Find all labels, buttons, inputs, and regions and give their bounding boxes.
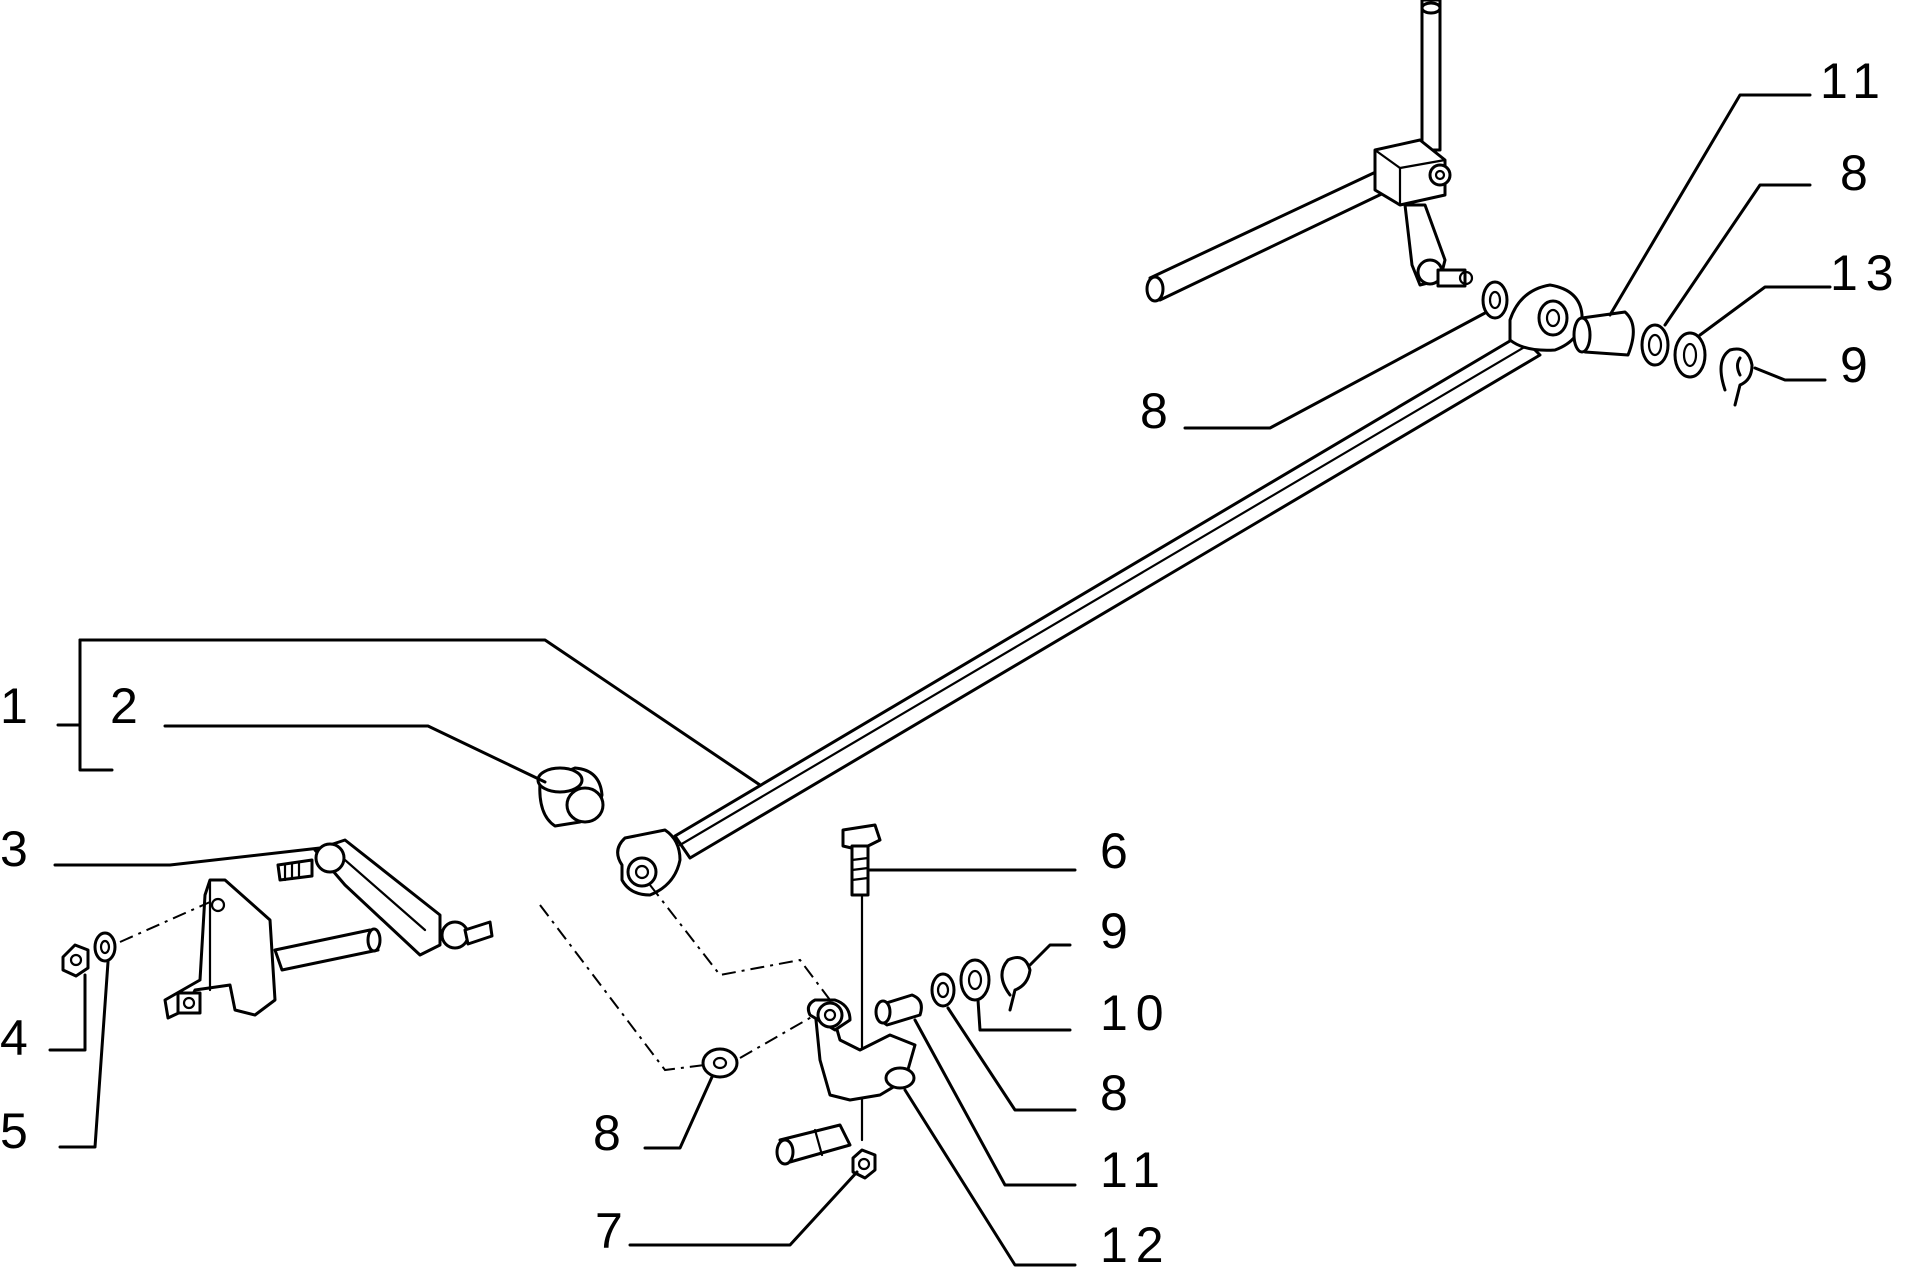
bush-part [536, 766, 605, 828]
upper-shaft-assembly [1145, 0, 1474, 303]
callout-7: 7 [595, 1203, 631, 1259]
callout-11-upper: 11 [1820, 53, 1888, 109]
callout-9-upper: 9 [1840, 337, 1876, 393]
callout-4: 4 [0, 1010, 36, 1066]
callout-10: 10 [1100, 985, 1172, 1041]
lower-lever-assembly [775, 823, 917, 1180]
callout-9-lower: 9 [1100, 903, 1136, 959]
callout-labels: 1 2 3 4 5 6 7 8 8 8 8 9 9 10 11 11 12 13 [0, 53, 1902, 1267]
lower-small-parts [701, 956, 1032, 1079]
leader-lines [48, 93, 1832, 1267]
upper-small-parts [1481, 280, 1754, 407]
shift-rod [616, 283, 1584, 897]
callout-13: 13 [1830, 245, 1902, 301]
callout-8-top-right: 8 [1840, 145, 1876, 201]
callout-3: 3 [0, 821, 36, 877]
callout-8-upper: 8 [1140, 383, 1176, 439]
callout-12: 12 [1100, 1217, 1172, 1267]
callout-11-lower: 11 [1100, 1142, 1168, 1198]
callout-1: 1 [0, 678, 36, 734]
callout-8-lower-left: 8 [593, 1105, 629, 1161]
lower-left-linkage [61, 838, 494, 1020]
callout-6: 6 [1100, 823, 1136, 879]
callout-2: 2 [110, 678, 146, 734]
alignment-lines [539, 884, 831, 1072]
callout-8-lower-right: 8 [1100, 1065, 1136, 1121]
callout-5: 5 [0, 1103, 36, 1159]
